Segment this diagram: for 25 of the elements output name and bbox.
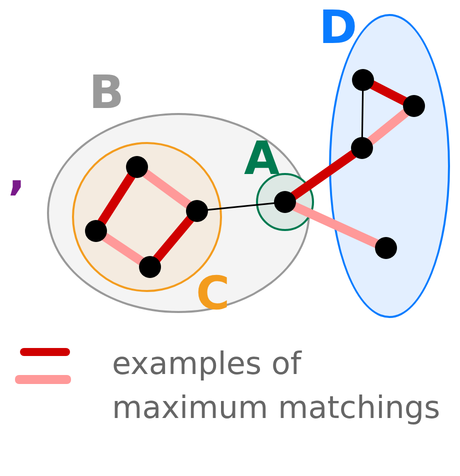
region-letter: D: [319, 4, 358, 50]
graph-vertex: [403, 95, 425, 117]
graph-edge: [206, 202, 276, 211]
graph-edge: [290, 150, 356, 200]
graph-edge: [292, 202, 379, 248]
region-letter: B: [89, 69, 124, 115]
graph-vertex: [186, 200, 208, 222]
graph-vertex: [352, 69, 374, 91]
region-letter: C: [196, 270, 230, 316]
graph-edge: [98, 173, 136, 225]
graph-vertex: [85, 220, 107, 242]
graph-edge: [102, 232, 144, 266]
graph-vertex: [351, 137, 373, 159]
legend-text: examples of maximum matchings: [112, 345, 442, 428]
graph-edge: [361, 90, 364, 138]
graph-edge: [152, 216, 194, 262]
graph-edge: [370, 80, 408, 106]
graph-edge: [142, 169, 192, 209]
graph-edge: [366, 108, 410, 146]
graph-vertex: [274, 191, 296, 213]
graph-vertex: [375, 237, 397, 259]
region-letter: A: [244, 135, 280, 181]
stray-mark: ,: [8, 150, 26, 196]
graph-vertex: [139, 256, 161, 278]
graph-vertex: [126, 156, 148, 178]
